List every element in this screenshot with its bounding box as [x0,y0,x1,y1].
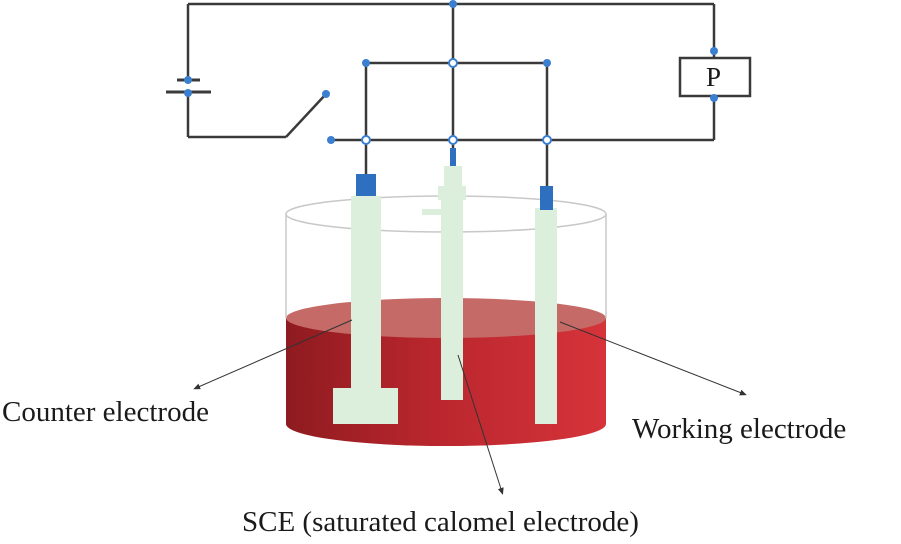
counter-leader [193,319,353,390]
terminal-dots [184,0,718,144]
meter-box: P [678,56,752,98]
reference-leader [457,354,504,495]
working-leader [559,321,747,396]
reference-electrode-label: SCE (saturated calomel electrode) [242,506,639,538]
counter-electrode [333,174,398,424]
junction-rings [361,58,552,145]
meter-label: P [706,62,721,92]
working-electrode [535,186,557,424]
counter-electrode-label: Counter electrode [2,396,209,428]
leader-lines [193,319,747,495]
working-electrode-label: Working electrode [632,413,846,445]
switch-lever [285,93,327,138]
reference-electrode [422,148,466,400]
